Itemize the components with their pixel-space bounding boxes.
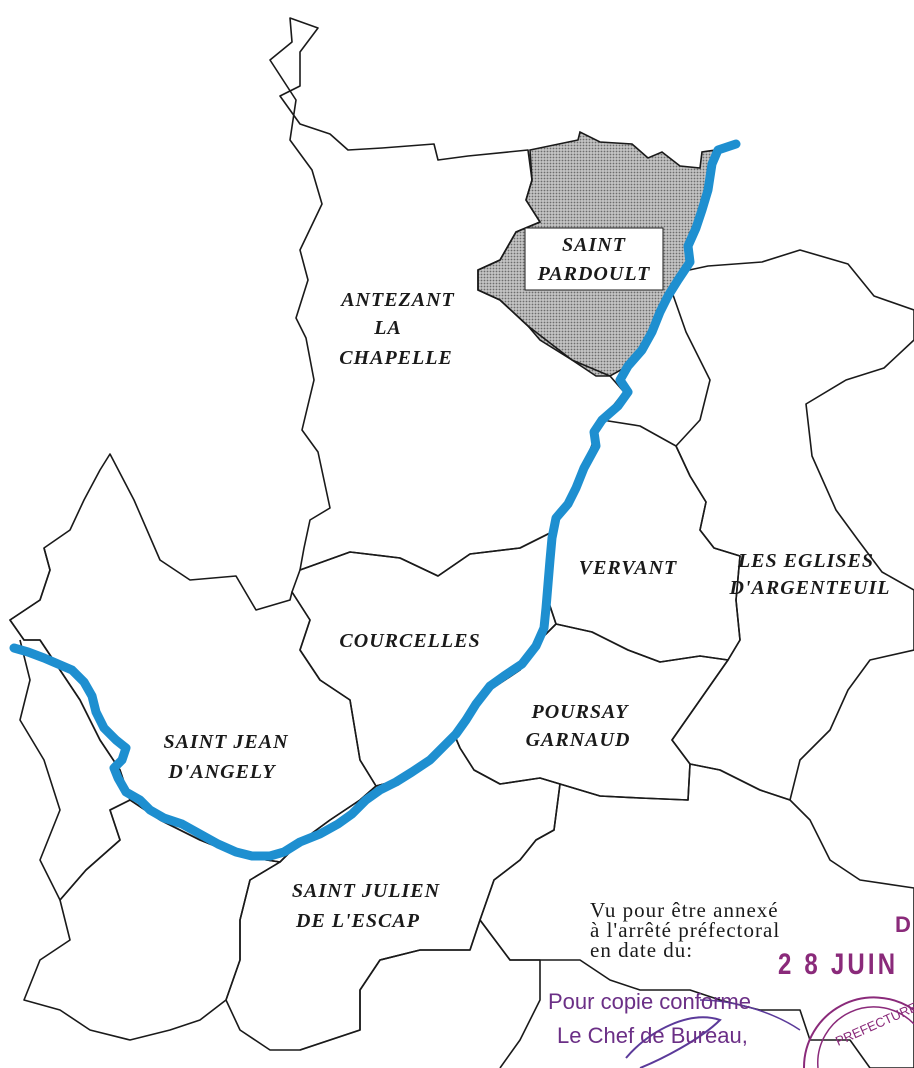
label-les-eglises-line1: LES EGLISES	[737, 550, 874, 572]
saint-pardoult-label-box	[524, 227, 664, 291]
label-les-eglises-line2: D'ARGENTEUIL	[729, 577, 891, 599]
annex-line-1: Vu pour être annexé	[590, 898, 779, 922]
label-saint-jean-line2: D'ANGELY	[167, 761, 276, 783]
signature	[625, 999, 801, 1068]
stamp-letter: D	[895, 912, 911, 937]
commune-west-boundary	[9, 547, 131, 901]
label-saint-julien-line1: SAINT JULIEN	[292, 880, 441, 902]
label-vervant: VERVANT	[579, 557, 678, 579]
commune-southwest-boundary	[23, 799, 281, 1041]
stamp-date: 2 8 JUIN	[778, 948, 899, 981]
prefecture-stamp: PREFECTURE	[802, 996, 914, 1068]
copie-line-2: Le Chef de Bureau,	[557, 1023, 748, 1048]
label-saint-pardoult-line1: SAINT	[562, 234, 626, 256]
commune-les-eglises-boundary	[671, 249, 914, 801]
commune-saint-jean-boundary	[9, 453, 377, 863]
label-antezant-line1: ANTEZANT	[339, 289, 455, 311]
commune-south-boundary	[299, 919, 541, 1068]
label-saint-jean-line1: SAINT JEAN	[163, 731, 289, 753]
label-poursay-line1: POURSAY	[530, 701, 629, 723]
copy-certification: Pour copie conforme Le Chef de Bureau,	[548, 985, 751, 1053]
copie-line-1: Pour copie conforme	[548, 989, 751, 1014]
commune-courcelles-boundary	[291, 531, 557, 787]
label-antezant-line2: LA	[373, 317, 402, 339]
label-saint-pardoult-line2: PARDOULT	[537, 263, 651, 285]
commune-vervant-boundary	[547, 419, 741, 663]
label-courcelles: COURCELLES	[339, 630, 480, 652]
annex-note: Vu pour être annexé à l'arrêté préfector…	[590, 898, 890, 962]
river-boutonne	[9, 139, 741, 861]
label-saint-julien-line2: DE L'ESCAP	[295, 910, 420, 932]
label-antezant-line3: CHAPELLE	[339, 347, 453, 369]
annex-line-3: en date du:	[590, 938, 694, 962]
annex-line-2: à l'arrêté préfectoral	[590, 918, 781, 942]
label-poursay-line2: GARNAUD	[526, 729, 631, 751]
